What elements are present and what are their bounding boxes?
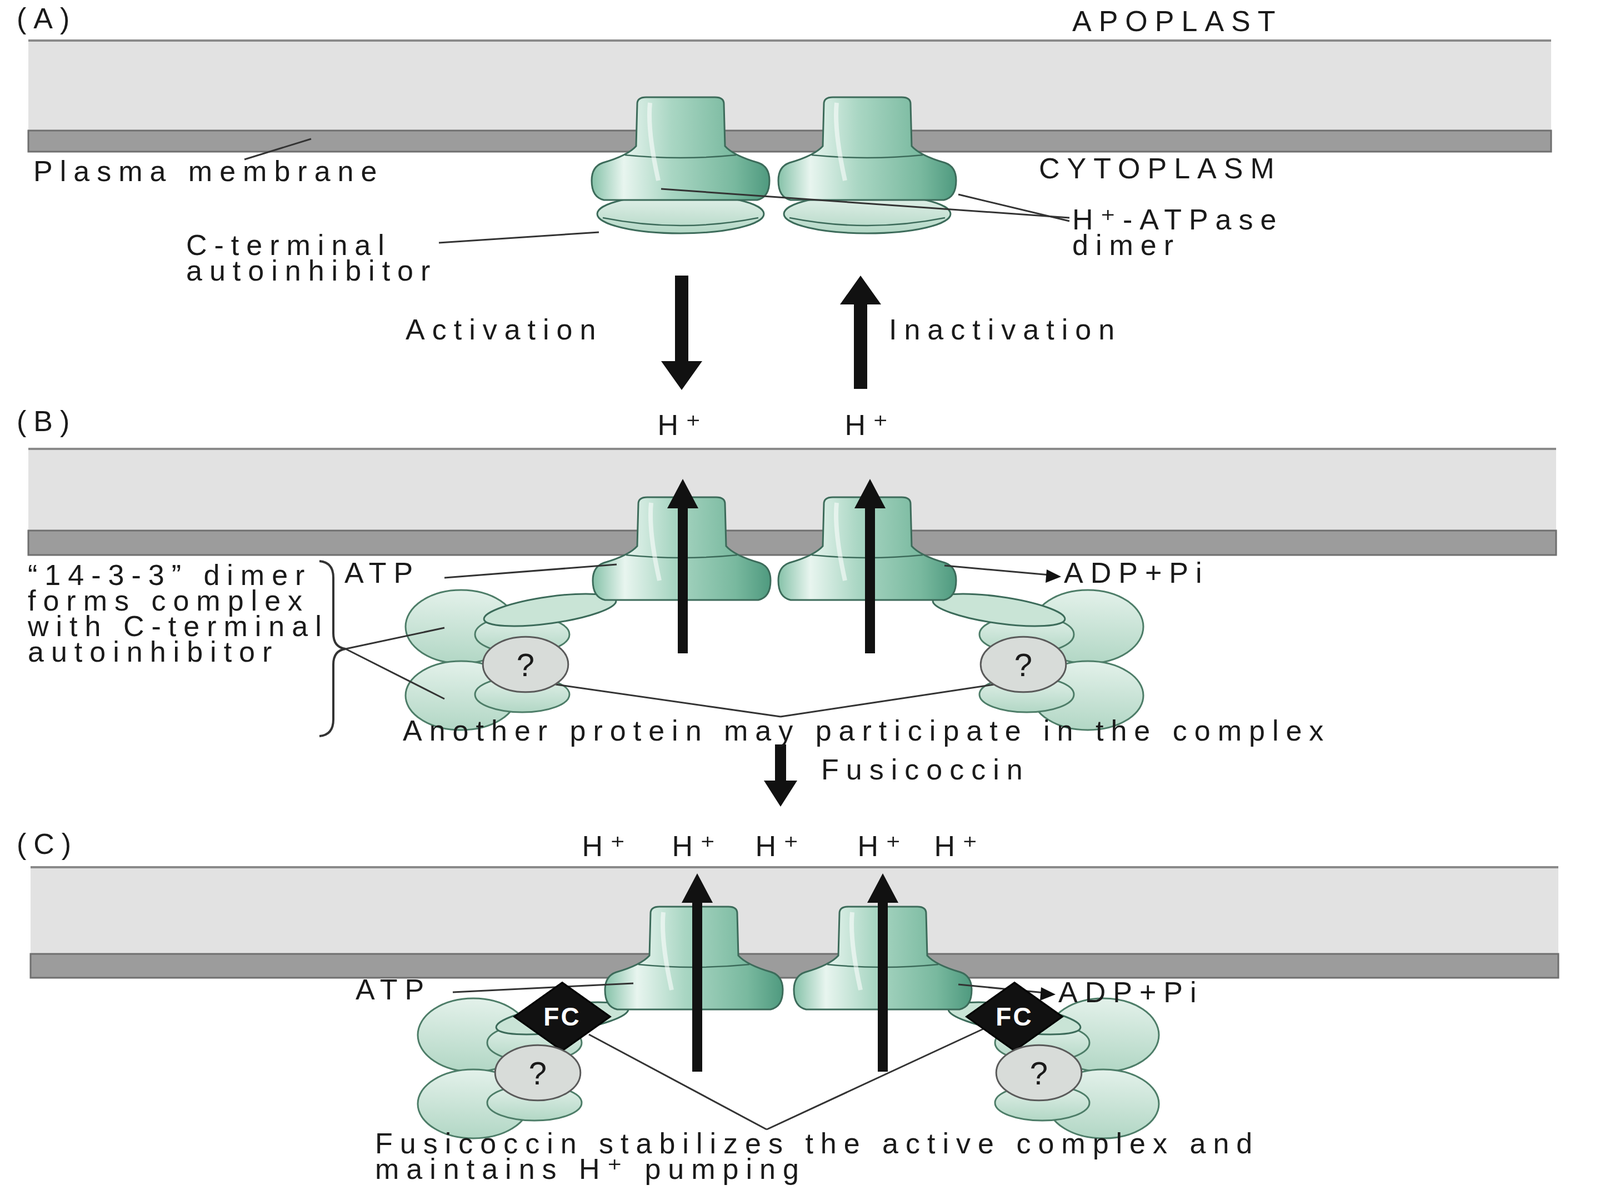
transition-arrow xyxy=(763,744,798,807)
reaction-line xyxy=(944,565,1050,575)
proton-arrow xyxy=(681,873,899,1072)
region-label: APOPLAST xyxy=(1072,8,1283,34)
cell-wall xyxy=(28,40,1552,131)
leader-line xyxy=(958,194,1070,222)
atpase-monomer xyxy=(591,97,770,200)
molecule-label: ATP xyxy=(344,560,420,586)
region-label: CYTOPLASM xyxy=(1038,155,1282,182)
band-edge xyxy=(28,447,1557,450)
molecule-label: ATP xyxy=(355,976,432,1003)
membrane-band xyxy=(28,40,1552,152)
ellipse-outline xyxy=(495,1045,581,1101)
atpase-monomer xyxy=(778,97,957,200)
arrow-shaft xyxy=(865,505,875,654)
diamond-outline xyxy=(966,982,1063,1052)
leader-line xyxy=(244,138,312,160)
band-edge xyxy=(30,866,1559,869)
leader-line xyxy=(345,627,445,649)
unknown-protein-circle: ? xyxy=(493,1043,583,1103)
unknown-protein-circle: ? xyxy=(994,1043,1084,1103)
question-mark: ? xyxy=(1030,1054,1048,1092)
molecule-label: ADP+Pi xyxy=(1058,979,1204,1005)
compound-label: FC xyxy=(995,1001,1033,1032)
panel-letter: (C) xyxy=(16,831,79,857)
arrow-shaft xyxy=(692,900,703,1072)
band-edge xyxy=(28,39,1552,42)
leader-line xyxy=(661,188,1070,218)
arrow-head xyxy=(1040,987,1056,1001)
unknown-protein-circle: ? xyxy=(978,635,1068,694)
diamond-outline xyxy=(514,982,611,1052)
arrow-head xyxy=(661,361,703,390)
arrow-head xyxy=(667,478,699,509)
arrow-head xyxy=(763,780,798,807)
question-mark: ? xyxy=(516,646,535,684)
part-label: C-terminal autoinhibitor xyxy=(186,232,542,284)
leader-line xyxy=(452,983,634,993)
proton-arrow xyxy=(667,478,886,654)
question-mark: ? xyxy=(1014,646,1033,684)
molecule-label: ADP+Pi xyxy=(1063,560,1210,586)
ion-label: H⁺ xyxy=(934,833,985,859)
plasma-membrane xyxy=(28,130,1552,152)
unknown-protein-circle: ? xyxy=(481,635,570,694)
protein-14-3-3-complex xyxy=(405,587,618,730)
arrow-shaft xyxy=(775,744,787,784)
arrow-shaft xyxy=(853,302,868,389)
part-label: H⁺-ATPase dimer xyxy=(1072,206,1362,258)
question-mark: ? xyxy=(528,1054,547,1092)
ion-label: H⁺ xyxy=(857,833,909,859)
autoinhibitor-edge xyxy=(789,217,945,226)
ellipse-outline xyxy=(980,636,1067,693)
process-label: Fusicoccin xyxy=(821,756,1030,783)
leader-line xyxy=(438,232,599,243)
leader-line xyxy=(780,684,995,717)
process-label: Inactivation xyxy=(888,316,1122,343)
fusicoccin-diamond: FC xyxy=(964,981,1065,1053)
ion-label: H⁺ xyxy=(845,412,896,438)
leader-line xyxy=(766,1028,984,1130)
panel-letter: (B) xyxy=(16,408,77,434)
arrow-head xyxy=(867,873,899,903)
note-text: Fusicoccin stabilizes the active complex… xyxy=(375,1130,1375,1182)
ellipse-outline xyxy=(482,636,569,693)
fusicoccin-diamond: FC xyxy=(512,981,613,1053)
ion-label: H⁺ xyxy=(672,833,723,859)
arrow-head xyxy=(840,275,882,305)
autoinhibitor-edge xyxy=(602,217,759,226)
note-text: Another protein may participate in the c… xyxy=(402,717,1331,744)
arrow-shaft xyxy=(677,505,688,654)
membrane-band xyxy=(28,448,1557,555)
membrane-band xyxy=(30,867,1559,978)
leader-line xyxy=(555,684,781,717)
transition-arrow xyxy=(661,275,882,390)
protein-14-3-3-complex xyxy=(931,587,1144,730)
ion-label: H⁺ xyxy=(657,412,709,438)
leader-line xyxy=(588,1034,767,1130)
arrow-head xyxy=(1045,569,1062,583)
panel-letter: (A) xyxy=(16,5,77,32)
leader-line xyxy=(345,648,445,699)
leader-line xyxy=(444,564,617,578)
ion-label: H⁺ xyxy=(755,833,807,859)
compound-label: FC xyxy=(543,1001,581,1032)
cell-wall xyxy=(28,448,1557,531)
bracket xyxy=(319,561,346,737)
cell-wall xyxy=(30,867,1559,954)
part-label: Plasma membrane xyxy=(33,158,384,184)
arrow-head xyxy=(854,478,886,509)
arrow-shaft xyxy=(675,275,689,364)
note-text: “14-3-3” dimer forms complex with C-term… xyxy=(27,562,362,665)
ellipse-outline xyxy=(996,1045,1082,1101)
ion-label: H⁺ xyxy=(582,833,633,859)
plasma-membrane xyxy=(28,530,1557,555)
arrow-head xyxy=(681,873,713,903)
process-label: Activation xyxy=(405,316,603,343)
plasma-membrane xyxy=(30,953,1559,978)
arrow-shaft xyxy=(877,900,888,1072)
